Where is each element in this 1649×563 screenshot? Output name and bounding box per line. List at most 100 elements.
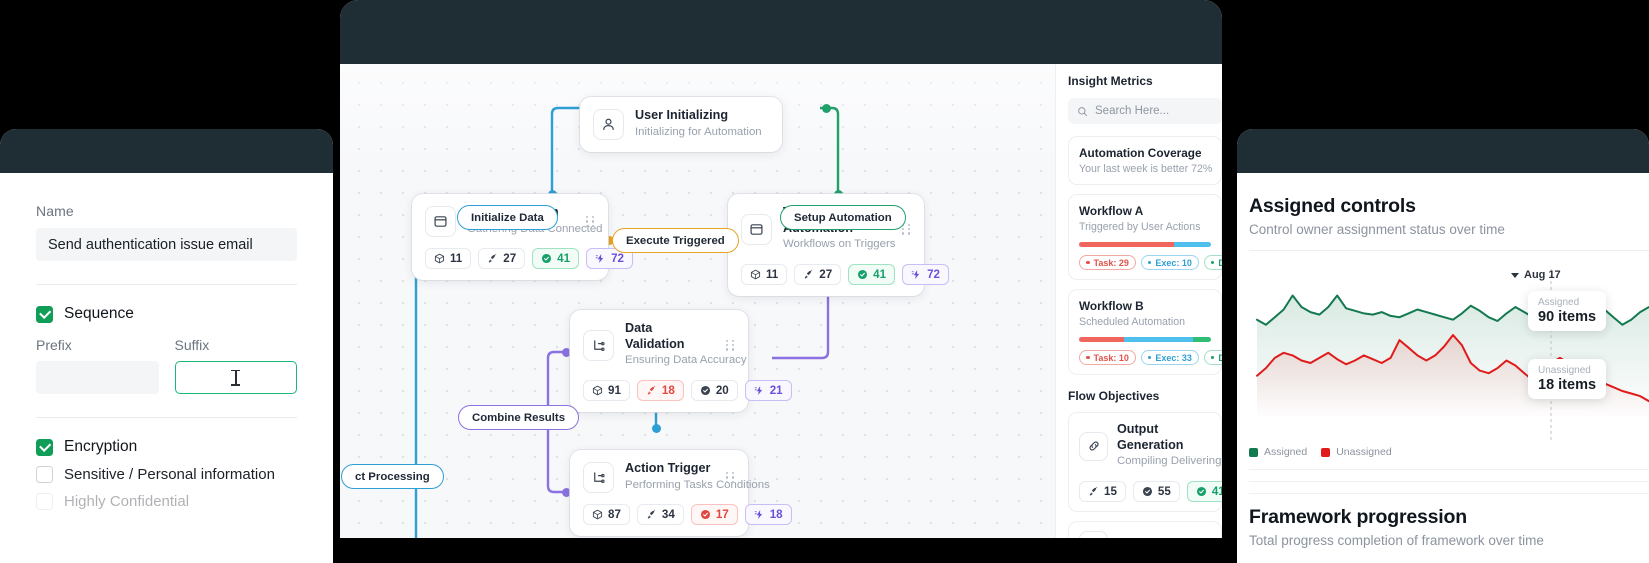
chip-rocket: 18 [636,379,684,401]
node-title: Data Validation [625,321,685,351]
objective-card-lorem-ipsum[interactable]: Lorem Ipsum [1068,520,1222,538]
metrics-search-input[interactable]: Search Here... [1068,98,1222,124]
divider [1249,469,1649,470]
node-subtitle: Initializing for Automation [635,125,762,138]
branch-icon [583,329,614,361]
node-subtitle: Ensuring Data Accuracy [625,354,747,367]
left-panel-titlebar [0,129,333,173]
chip-check: 41 [532,247,580,269]
confidential-checkbox-row[interactable]: Highly Confidential [36,493,297,510]
chart-marker-label: Aug 17 [1511,269,1561,281]
sensitive-checkbox-row[interactable]: Sensitive / Personal information [36,466,297,483]
status-badge-done: Done: 1 [1203,350,1222,365]
metrics-card-automation-coverage[interactable]: Automation Coverage Your last week is be… [1068,136,1222,185]
edge-dot-green-a [822,104,831,113]
suffix-input[interactable] [174,361,297,394]
prefix-input[interactable] [36,361,159,394]
card-subtitle: Your last week is better 72% [1079,163,1213,175]
card-title: Output Generation [1117,422,1184,452]
legend-swatch [1321,447,1331,457]
chip-cube: 11 [741,263,788,285]
flow-canvas[interactable]: User Initializing Initializing for Autom… [340,64,1055,538]
chip-rocket: 27 [794,263,842,285]
encryption-checkbox[interactable] [36,438,53,456]
flow-node-data-validation[interactable]: Data Validation Ensuring Data Accuracy 9… [570,310,792,412]
framework-progression-title: Framework progression [1249,506,1467,528]
flow-node-action-trigger[interactable]: Action Trigger Performing Tasks Conditio… [570,450,792,536]
flow-pill-execute-triggered[interactable]: Execute Triggered [612,228,739,253]
sequence-label: Sequence [64,305,134,322]
legend-item-assigned: Assigned [1249,446,1307,458]
suffix-label: Suffix [174,337,210,353]
chip-bolt: 21 [744,379,792,401]
box-icon [1079,530,1108,538]
chip-rocket: 34 [636,503,684,525]
chip-check: 20 [690,379,738,401]
sensitive-checkbox[interactable] [36,466,53,483]
edge-dot-purple-b [562,348,571,357]
sensitive-label: Sensitive / Personal information [64,466,275,483]
text-cursor-icon [231,369,241,386]
right-panel-titlebar [1237,129,1649,173]
chart-plot-area [1256,269,1649,441]
card-subtitle: Compiling Delivering [1117,455,1222,468]
metrics-card-workflow-a[interactable]: Workflow A Triggered by User Actions Tas… [1068,194,1222,280]
status-badge-done: Done: 1 [1203,255,1222,270]
node-subtitle: Workflows on Triggers [783,238,896,251]
box-icon [741,213,772,245]
status-badge-task: Task: 29 [1079,255,1136,270]
metrics-card-workflow-b[interactable]: Workflow B Scheduled Automation Task: 10… [1068,289,1222,375]
node-title: User Initializing [635,108,729,122]
prefix-label: Prefix [36,337,72,353]
flow-pill-object-processing[interactable]: ct Processing [341,464,444,489]
left-form-panel: Name Send authentication issue email Seq… [0,129,333,563]
chip-rocket: 15 [1079,480,1126,502]
edge-dot-purple-c [562,488,571,497]
chip-cube: 87 [583,503,630,525]
node-title: Action Trigger [625,461,711,475]
chip-bolt: 72 [902,263,949,285]
legend-swatch [1249,447,1258,457]
framework-progression-subtitle: Total progress completion of framework o… [1249,533,1544,548]
objective-card-output-generation[interactable]: Output Generation Compiling Delivering 1… [1068,412,1222,512]
card-title: Workflow A [1079,204,1144,218]
page-subtitle: Control owner assignment status over tim… [1249,222,1505,237]
status-badge-exec: Exec: 33 [1140,350,1199,365]
chip-cube: 11 [425,247,472,269]
marker-caret-icon [1511,272,1519,278]
drag-handle-icon[interactable] [726,472,735,483]
metrics-search-placeholder: Search Here... [1095,105,1170,117]
legend-item-unassigned: Unassigned [1321,446,1392,458]
divider [1249,493,1649,494]
flow-objectives-heading: Flow Objectives [1068,389,1160,403]
flow-pill-combine-results[interactable]: Combine Results [458,405,580,430]
link-icon [1079,431,1108,461]
status-badge-task: Task: 10 [1079,350,1136,365]
assigned-controls-chart[interactable]: Aug 17 Assigned 90 items Unassigned 18 i… [1249,250,1649,441]
flow-pill-initialize-data[interactable]: Initialize Data [457,205,558,230]
drag-handle-icon[interactable] [902,224,911,235]
chip-check-green: 41 [1186,480,1222,502]
insight-metrics-sidebar: Insight Metrics Search Here... Automatio… [1055,64,1222,538]
progress-bar [1079,242,1211,247]
drag-handle-icon[interactable] [586,216,595,227]
name-label: Name [36,203,74,219]
chart-tooltip-assigned: Assigned 90 items [1528,291,1607,331]
section-divider-group [1249,469,1649,494]
drag-handle-icon[interactable] [726,340,735,351]
branch-icon [583,461,614,493]
confidential-checkbox[interactable] [36,493,53,510]
flow-node-user-initializing[interactable]: User Initializing Initializing for Autom… [580,97,782,152]
encryption-label: Encryption [64,438,138,455]
name-input[interactable]: Send authentication issue email [36,228,297,261]
status-badge-exec: Exec: 10 [1140,255,1199,270]
chip-bolt: 72 [586,247,633,269]
sequence-checkbox-row[interactable]: Sequence [36,305,297,323]
card-subtitle: Scheduled Automation [1079,316,1186,328]
encryption-checkbox-row[interactable]: Encryption [36,438,297,456]
divider-2 [36,417,297,418]
sequence-checkbox[interactable] [36,305,53,323]
card-title: Lorem Ipsum [1117,537,1211,538]
flow-pill-setup-automation[interactable]: Setup Automation [780,205,906,230]
